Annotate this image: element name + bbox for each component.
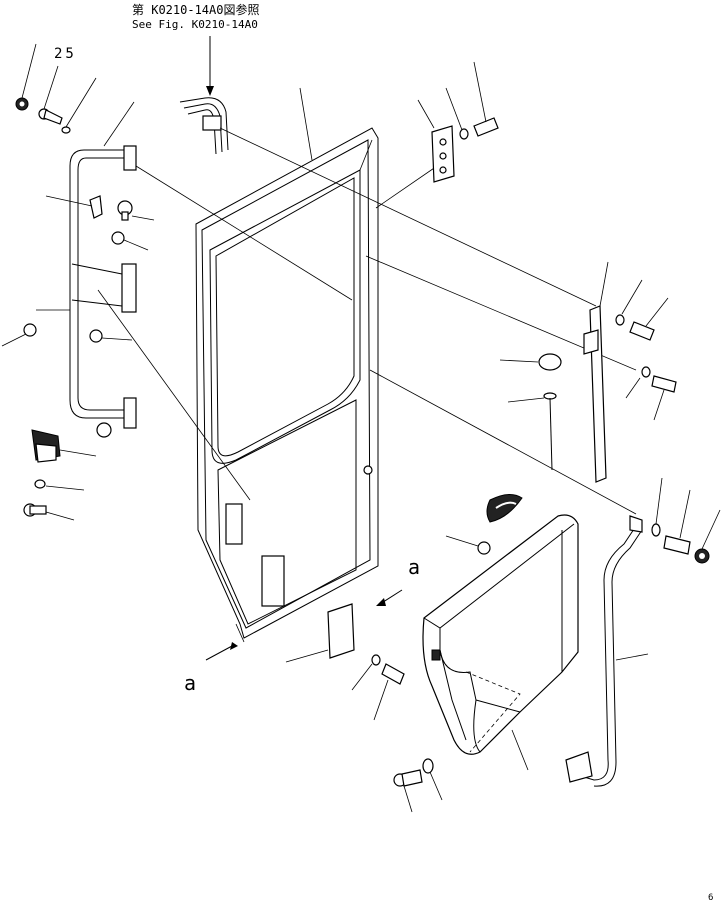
bolt-strap-2 [651,375,677,421]
reference-lines [97,127,637,515]
roof-corner-detail [179,97,229,155]
washer-hinge [445,87,469,140]
figure-reference-en: See Fig. K0210-14A0 [132,18,258,31]
hinge-plate [417,99,455,183]
reference-arrow [206,36,214,96]
handrail-left [69,101,137,438]
nut-left-4 [89,329,133,343]
bolt-center-low [373,663,405,721]
nut-top-left [15,43,37,111]
washer-right [651,477,663,537]
nut-left-3 [1,309,70,347]
bolt-left-1 [117,200,155,221]
nut-panel [445,535,491,555]
washer-bottom [422,758,443,801]
washer-strap-2 [625,366,651,399]
figure-reference-jp: 第 K0210-14A0図参照 [132,2,259,17]
grommet [486,494,523,523]
washer-strap-1 [615,279,643,326]
bolt-top-left [38,65,63,125]
view-arrow-left: a [184,642,238,695]
washer-top-left [61,77,97,134]
bolt-strap-1 [629,297,669,341]
view-arrow-right: a [376,555,420,606]
item-number-label: 25 [54,46,77,62]
nut-right [694,509,721,564]
kick-plate [285,603,355,663]
bolt-bottom [393,769,423,813]
view-label-right: a [408,555,420,579]
nut-left-2 [111,231,149,251]
washer-center-low [351,654,381,691]
bolt-left-low [23,503,75,521]
cap [499,353,562,371]
view-label-left: a [184,671,196,695]
door-stay-strap [583,261,609,483]
bolt-right [663,489,691,555]
door-frame [195,87,379,643]
page-mark: 6 [708,893,713,903]
door-catch [31,429,97,463]
washer-left-low [34,479,85,491]
handrail-right [565,515,649,787]
screw [507,392,557,471]
lower-cover-panel [422,514,579,771]
grease-fitting-left [45,195,103,219]
bolt-hinge [473,61,499,137]
